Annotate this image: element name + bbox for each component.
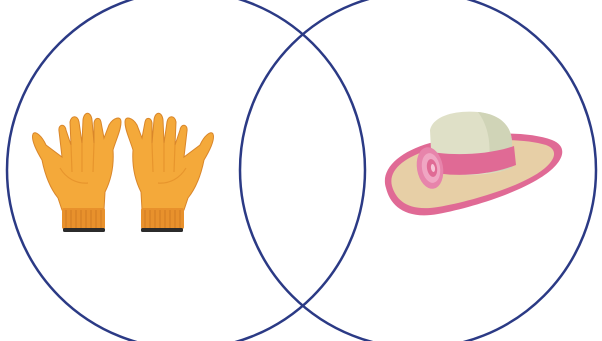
sun-hat-icon bbox=[384, 111, 563, 216]
left-circle bbox=[5, 0, 367, 341]
right-circle bbox=[238, 0, 598, 341]
left-glove bbox=[32, 112, 122, 232]
gloves-icon bbox=[32, 112, 214, 232]
right-glove bbox=[124, 112, 214, 232]
